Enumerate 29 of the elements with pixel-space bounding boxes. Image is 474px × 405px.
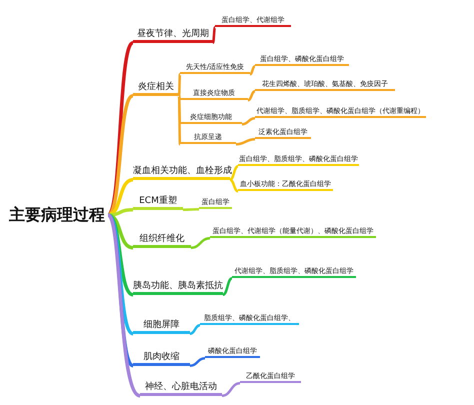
branch-line	[190, 237, 210, 249]
branch-line	[236, 138, 256, 146]
branch-line	[249, 65, 256, 76]
branch-line	[183, 208, 199, 211]
branch-line	[178, 74, 182, 96]
branch-topic: 昼夜节律、光周期	[133, 28, 213, 43]
branch-topic: 组织纤维化	[133, 233, 191, 248]
branch-topic: ECM重塑	[133, 195, 183, 210]
branch-line	[248, 90, 256, 102]
branch-topic: 神经、心脏电活动	[140, 381, 222, 396]
branch-line	[108, 208, 134, 217]
branch-topic: 炎症相关	[133, 81, 179, 96]
branch-topic: 肌肉收缩	[133, 351, 190, 366]
branch-line	[190, 357, 206, 367]
branch-line	[106, 214, 142, 398]
branch-line	[212, 26, 216, 44]
branch-topic: 细胞屏障	[133, 319, 190, 334]
branch-line	[222, 382, 240, 397]
branch-line	[108, 213, 134, 250]
branch-line	[190, 324, 200, 335]
branch-line	[222, 277, 232, 296]
branch-topic: 凝血相关功能、血栓形成	[133, 165, 230, 180]
root-topic: 主要病理过程	[6, 203, 108, 227]
branch-line	[178, 96, 182, 144]
branch-line	[106, 214, 134, 368]
branch-line	[230, 178, 238, 192]
branch-line	[229, 165, 239, 181]
branch-line	[242, 117, 256, 126]
branch-topic: 胰岛功能、胰岛素抵抗	[133, 280, 223, 295]
